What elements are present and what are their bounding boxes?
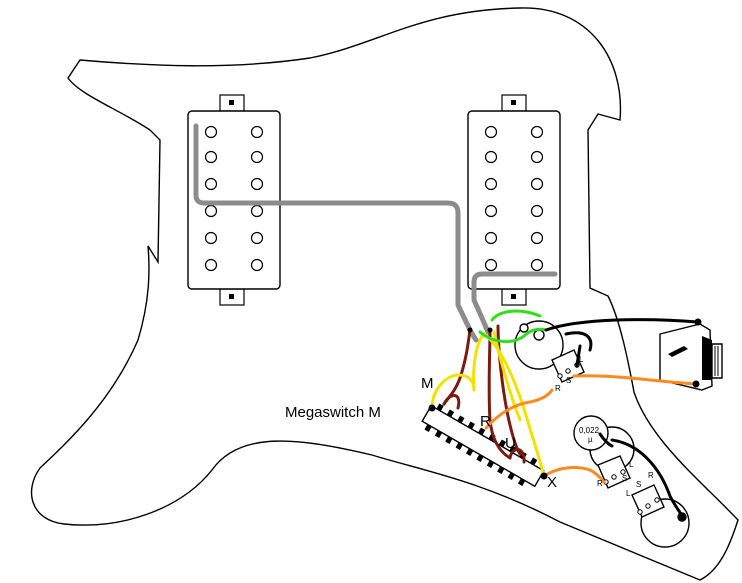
bridge-pickup-lead (471, 271, 558, 335)
tone2-lug-l: L (626, 489, 631, 498)
wire-orange-group (484, 374, 698, 484)
tone-capacitor (573, 415, 609, 451)
tone2-lug-r: R (648, 471, 654, 480)
tone-lug-l: L (629, 460, 634, 469)
volume-lug-r: R (555, 384, 561, 393)
tone-lug-r: R (597, 479, 603, 488)
tone-lug-s: S (622, 474, 627, 483)
solder-joints (428, 318, 702, 521)
wire-green-group (478, 309, 548, 343)
terminal-m-label: M (421, 375, 434, 392)
capacitor-value: 0,022 (579, 426, 600, 435)
tone2-lug-s: S (636, 480, 641, 489)
terminal-u-label: U (505, 435, 516, 452)
wire-black-group (544, 318, 700, 519)
output-jack (659, 323, 723, 391)
neck-humbucker (187, 94, 281, 306)
volume-lug-l: L (579, 355, 584, 364)
neck-pickup-lead (193, 123, 479, 343)
megaswitch-label: Megaswitch M (285, 404, 381, 421)
terminal-r-label: R (480, 413, 491, 430)
pickguard-outline (31, 7, 739, 581)
bridge-humbucker (467, 94, 561, 306)
volume-lug-s: S (566, 376, 571, 385)
capacitor-unit: µ (588, 435, 593, 444)
terminal-x-label: X (547, 474, 557, 491)
